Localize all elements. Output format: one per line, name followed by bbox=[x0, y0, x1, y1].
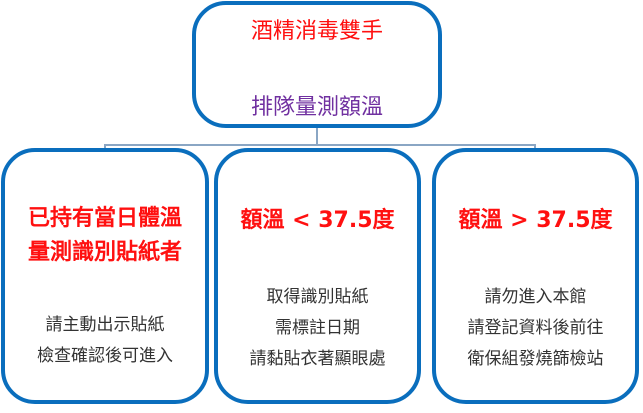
branch-temp-above: 額溫 > 37.5度 請勿進入本館 請登記資料後前往 衛保組發燒篩檢站 bbox=[432, 148, 639, 404]
step-sanitize-hands: 酒精消毒雙手 bbox=[250, 19, 383, 44]
instruction-line: 請主動出示貼紙 bbox=[45, 315, 165, 335]
connector-right bbox=[534, 144, 536, 150]
title-line: 已持有當日體溫 bbox=[27, 206, 182, 231]
branch-instructions: 取得識別貼紙 需標註日期 請黏貼衣著顯眼處 bbox=[218, 282, 417, 375]
connector-vertical bbox=[316, 126, 318, 145]
branch-title: 額溫 < 37.5度 bbox=[240, 208, 395, 233]
title-line: 量測識別貼紙者 bbox=[27, 240, 182, 265]
instruction-line: 請勿進入本館 bbox=[484, 287, 587, 307]
branch-has-sticker: 已持有當日體溫 量測識別貼紙者 請主動出示貼紙 檢查確認後可進入 bbox=[1, 148, 209, 404]
connector-left bbox=[104, 144, 106, 150]
branch-temp-below: 額溫 < 37.5度 取得識別貼紙 需標註日期 請黏貼衣著顯眼處 bbox=[214, 148, 421, 404]
instruction-line: 檢查確認後可進入 bbox=[37, 346, 173, 366]
top-step-box: 酒精消毒雙手 排隊量測額溫 bbox=[192, 1, 442, 128]
instruction-line: 衛保組發燒篩檢站 bbox=[467, 349, 604, 369]
instruction-line: 需標註日期 bbox=[275, 318, 360, 338]
branch-title: 額溫 > 37.5度 bbox=[458, 208, 613, 233]
branch-instructions: 請勿進入本館 請登記資料後前往 衛保組發燒篩檢站 bbox=[436, 282, 635, 375]
step-measure-temperature: 排隊量測額溫 bbox=[250, 95, 383, 120]
branch-instructions: 請主動出示貼紙 檢查確認後可進入 bbox=[5, 310, 205, 372]
instruction-line: 請黏貼衣著顯眼處 bbox=[249, 349, 386, 369]
branch-title: 已持有當日體溫 量測識別貼紙者 bbox=[5, 202, 205, 270]
instruction-line: 取得識別貼紙 bbox=[266, 287, 369, 307]
connector-horizontal bbox=[104, 144, 536, 146]
instruction-line: 請登記資料後前往 bbox=[467, 318, 604, 338]
